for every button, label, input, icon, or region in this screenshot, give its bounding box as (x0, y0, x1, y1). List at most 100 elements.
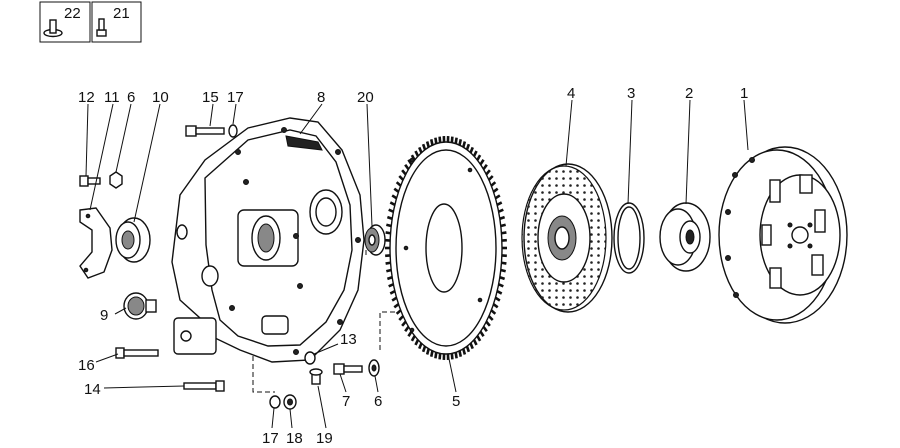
gear-tooth (492, 303, 499, 309)
gear-tooth (421, 345, 427, 353)
label-13: 13 (340, 331, 357, 348)
gear-tooth (391, 296, 398, 302)
leader-lines (85, 99, 749, 429)
label-12: 12 (78, 89, 95, 106)
part-6-washer-lower (368, 359, 380, 377)
label-15: 15 (202, 89, 219, 106)
gear-tooth (469, 342, 474, 350)
gear-tooth (395, 309, 402, 315)
gear-tooth (476, 154, 482, 161)
gear-tooth (469, 146, 474, 154)
gear-tooth (450, 136, 454, 143)
gear-tooth (434, 352, 438, 359)
label-14: 14 (84, 381, 101, 398)
gear-tooth (425, 348, 430, 355)
part-4-clutch-disc (521, 163, 613, 313)
part-2-release-bearing (659, 202, 711, 272)
gear-tooth (418, 146, 423, 154)
gear-tooth (492, 187, 499, 193)
gear-tooth (395, 181, 402, 187)
gear-tooth (404, 325, 410, 333)
part-3-snap-ring (613, 202, 645, 274)
gear-tooth (385, 231, 391, 235)
part-17-washer-bottom (269, 395, 281, 409)
label-1: 1 (740, 85, 748, 102)
part-1-pressure-plate (718, 146, 848, 324)
part-5-flywheel (385, 136, 507, 360)
part-10-bearing (115, 217, 151, 263)
gear-tooth (398, 315, 405, 321)
gear-tooth (407, 159, 413, 166)
part-13-washer (304, 351, 316, 365)
gear-tooth (454, 137, 458, 144)
label-10: 10 (152, 89, 169, 106)
legend-number-22: 22 (64, 5, 81, 22)
gear-tooth (388, 208, 394, 213)
gear-tooth (494, 296, 501, 302)
part-6-nut-upper (109, 171, 123, 189)
gear-tooth (401, 169, 407, 176)
gear-tooth (485, 320, 491, 327)
label-17-upper: 17 (227, 89, 244, 106)
gear-tooth (487, 175, 494, 181)
gear-tooth (500, 268, 506, 273)
label-8: 8 (317, 89, 325, 106)
gear-tooth (421, 143, 427, 151)
gear-tooth (465, 345, 471, 353)
label-11: 11 (104, 89, 120, 106)
gear-tooth (499, 275, 506, 281)
gear-tooth (414, 150, 420, 157)
legend-box-21: 21 (91, 1, 142, 43)
gear-tooth (434, 137, 438, 144)
label-16: 16 (78, 357, 95, 374)
gear-tooth (498, 283, 504, 288)
part-18-nut (283, 394, 297, 410)
part-7-bolt (333, 363, 363, 375)
part-11-fork-plate (79, 207, 113, 279)
gear-tooth (410, 154, 416, 161)
gear-tooth (386, 268, 392, 273)
gear-tooth (407, 330, 413, 337)
label-6-upper: 6 (127, 89, 135, 106)
gear-tooth (398, 175, 405, 181)
gear-tooth (458, 350, 463, 357)
gear-tooth (490, 181, 497, 187)
gear-tooth (458, 139, 463, 146)
gear-tooth (438, 353, 442, 360)
gear-tooth (472, 150, 478, 157)
gear-tooth (499, 215, 506, 221)
gear-tooth (482, 163, 488, 171)
part-14-bolt (183, 380, 225, 392)
gear-tooth (418, 342, 423, 350)
gear-tooth (476, 335, 482, 342)
gear-tooth (494, 194, 501, 200)
label-4: 4 (567, 85, 575, 102)
gear-tooth (389, 289, 396, 295)
gear-tooth (386, 215, 393, 221)
small-bolt-icon (96, 18, 107, 37)
gear-tooth (404, 163, 410, 171)
label-19: 19 (316, 430, 333, 447)
gear-tooth (465, 143, 471, 151)
gear-tooth (388, 283, 394, 288)
label-3: 3 (627, 85, 635, 102)
flywheel-teeth (385, 136, 507, 360)
callout-labels: 12 11 6 10 15 17 8 20 4 3 2 1 9 16 14 13… (78, 85, 748, 447)
gear-tooth (472, 339, 478, 346)
gear-tooth (462, 348, 467, 355)
label-9: 9 (100, 307, 108, 324)
washer-pin-icon (43, 19, 63, 38)
gear-tooth (401, 320, 407, 327)
part-16-bolt (115, 347, 159, 359)
legend-number-21: 21 (113, 5, 130, 22)
gear-tooth (414, 339, 420, 346)
part-12-screw (79, 175, 101, 187)
gear-tooth (487, 315, 494, 321)
gear-tooth (391, 194, 398, 200)
label-18: 18 (286, 430, 303, 447)
part-17-washer-top (228, 124, 238, 138)
gear-tooth (393, 303, 400, 309)
gear-tooth (386, 223, 392, 228)
